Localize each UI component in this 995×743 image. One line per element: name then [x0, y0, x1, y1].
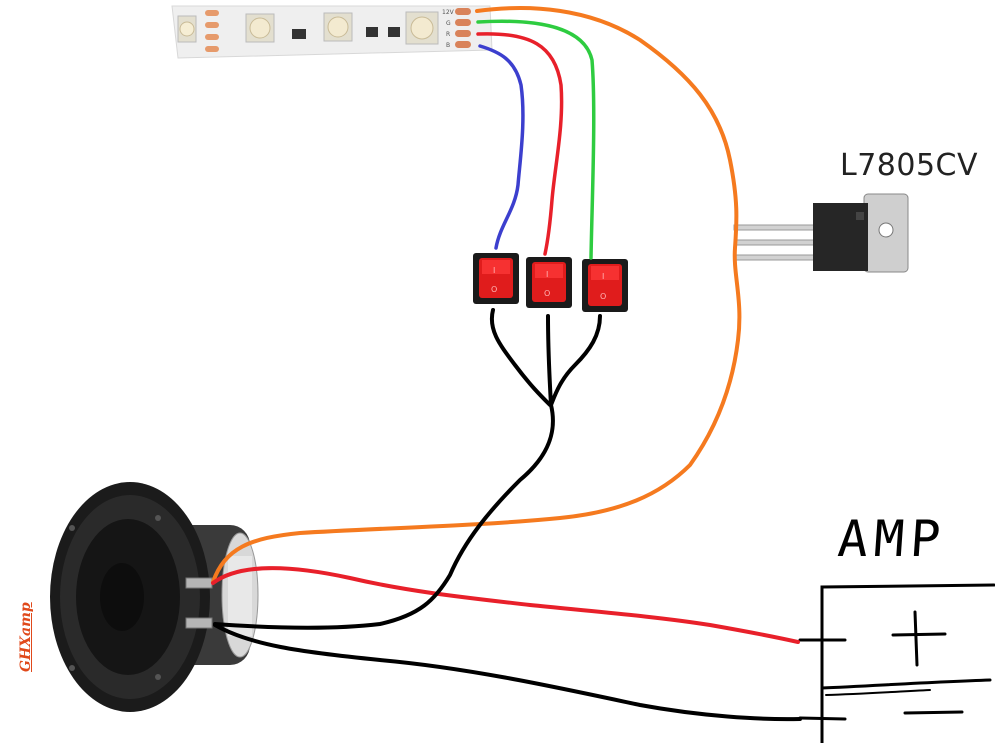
switch-on-symbol: I — [602, 272, 604, 281]
amp-label: AMP — [835, 510, 949, 568]
orange-wire — [211, 6, 742, 584]
blue-wire — [478, 44, 525, 250]
black-wire-switches — [213, 308, 602, 630]
amp-box — [798, 583, 995, 743]
regulator-label: L7805CV — [840, 148, 979, 183]
switch-off-symbol: O — [544, 289, 550, 298]
voltage-regulator — [733, 193, 909, 273]
pad-label-r: R — [446, 31, 450, 38]
speaker — [50, 482, 259, 712]
black-wire-amp — [213, 623, 802, 722]
pad-label-b: B — [446, 42, 450, 49]
red-wire-led — [476, 32, 564, 256]
wires — [211, 6, 802, 722]
led-strip-pads: 12V G R B — [205, 8, 471, 52]
switch-on-symbol: I — [493, 266, 495, 275]
rocker-switch-blue[interactable]: I O — [473, 253, 519, 304]
green-wire — [476, 19, 596, 260]
switch-off-symbol: O — [491, 285, 497, 294]
pad-label-g: G — [446, 20, 451, 27]
switch-off-symbol: O — [600, 292, 606, 301]
led-chips — [177, 11, 439, 45]
pad-label-12v: 12V — [442, 9, 455, 16]
rocker-switch-red[interactable]: I O — [526, 257, 572, 308]
switch-on-symbol: I — [546, 270, 548, 279]
rocker-switch-green[interactable]: I O — [582, 259, 628, 312]
red-wire-amp — [211, 566, 800, 644]
led-strip: 12V G R B — [171, 5, 493, 59]
speaker-brand-logo: GHXamp — [18, 602, 34, 672]
